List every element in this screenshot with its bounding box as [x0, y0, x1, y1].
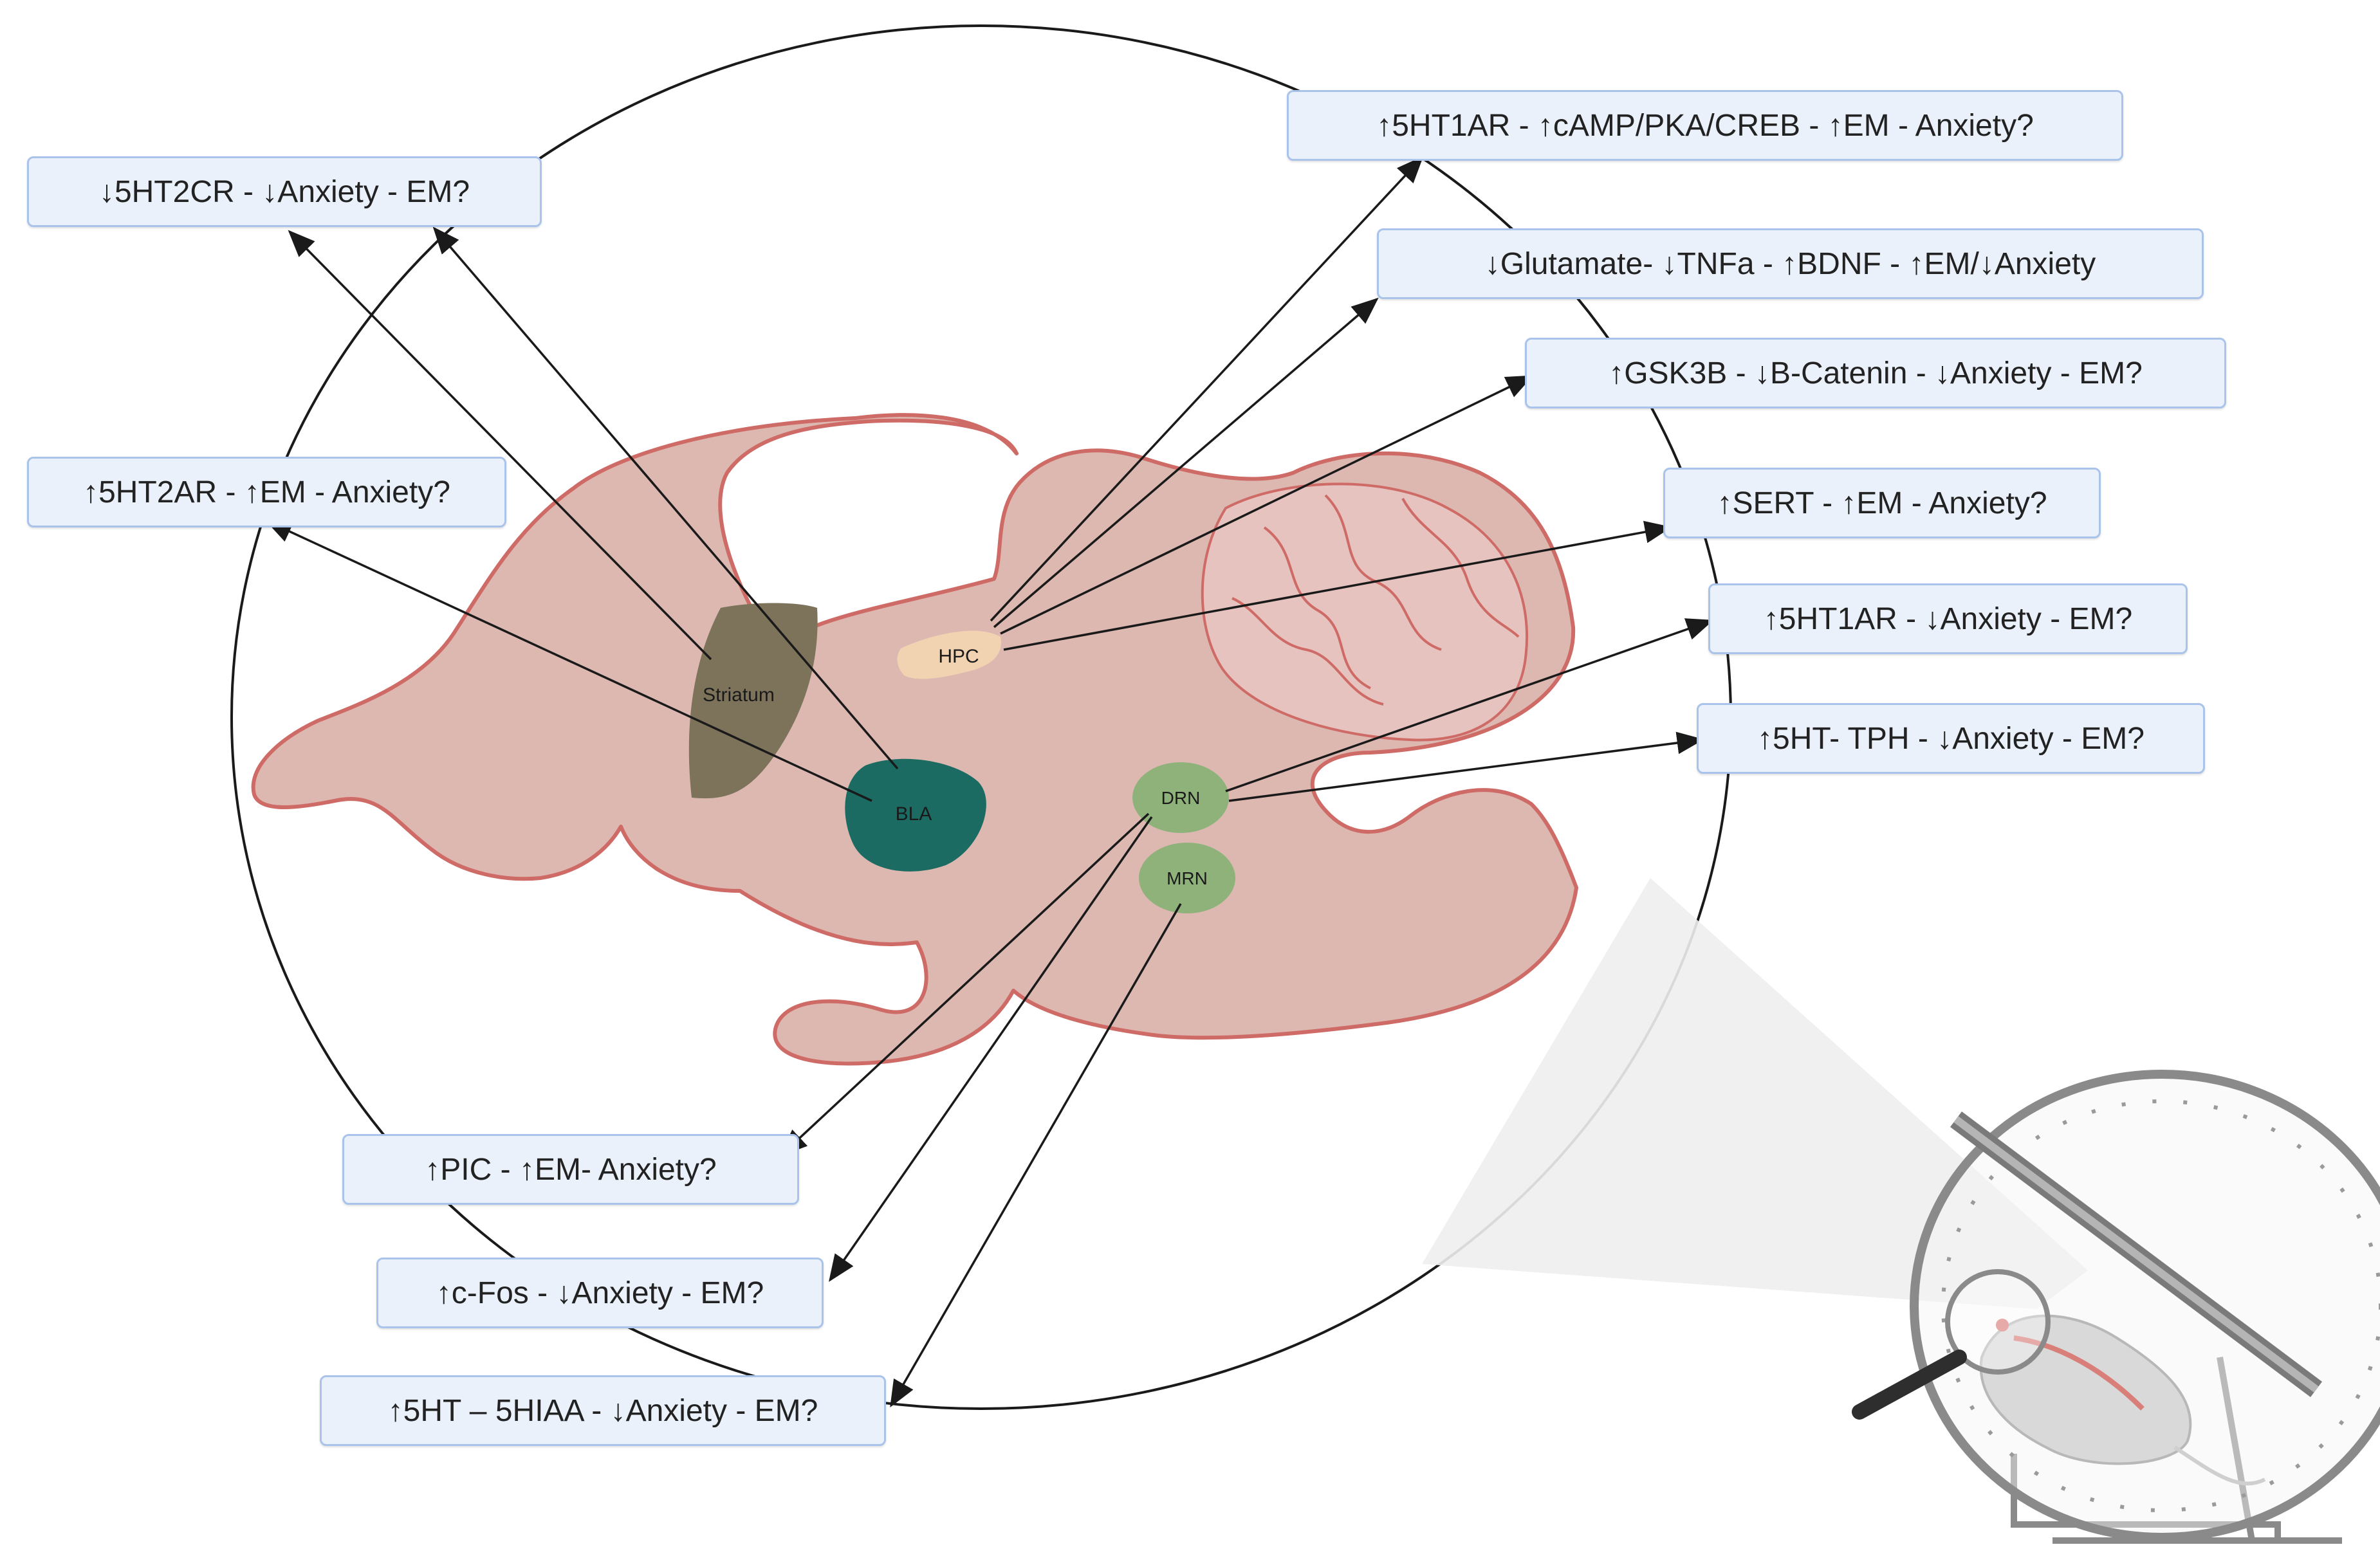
arrow-mrn-5ht-hiaa	[890, 903, 1182, 1408]
zoom-cone	[1422, 878, 2088, 1309]
magnifier-icon	[1852, 1269, 2051, 1420]
bla-label: BLA	[896, 803, 932, 825]
label-c-fos: ↑c-Fos - ↓Anxiety - EM?	[376, 1258, 824, 1328]
label-5ht-tph: ↑5HT- TPH - ↓Anxiety - EM?	[1697, 703, 2205, 774]
drn-label: DRN	[1161, 788, 1201, 808]
arrow-hpc-gsk3b	[1000, 375, 1534, 635]
arrow-hpc-glutamate	[993, 297, 1379, 628]
striatum-region	[688, 603, 818, 799]
label-5ht1ar-anxiety: ↑5HT1AR - ↓Anxiety - EM?	[1708, 583, 2188, 654]
hpc-label: HPC	[938, 646, 979, 667]
cerebellum	[1201, 482, 1528, 742]
mrn-label: MRN	[1167, 868, 1208, 888]
arrow-drn-pic	[780, 812, 1150, 1157]
bla-region	[845, 758, 986, 872]
arrow-drn-5ht1ar	[1225, 618, 1714, 792]
label-glutamate: ↓Glutamate- ↓TNFa - ↑BDNF - ↑EM/↓Anxiety	[1377, 228, 2204, 299]
arrow-hpc-5ht1ar-camp	[990, 156, 1424, 622]
arrow-drn-cfos	[829, 816, 1153, 1282]
label-5ht-5hiaa: ↑5HT – 5HIAA - ↓Anxiety - EM?	[320, 1375, 886, 1446]
arrow-hpc-sert	[1003, 520, 1672, 651]
arrow-striatum-5ht2cr	[288, 230, 712, 661]
arrow-bla-5ht2cr	[432, 226, 899, 770]
arrow-drn-5ht-tph	[1228, 731, 1704, 802]
drn-region	[1132, 762, 1229, 833]
label-pic: ↑PIC - ↑EM- Anxiety?	[342, 1134, 799, 1205]
hpc-region	[897, 630, 1001, 679]
arrow-bla-5ht2ar	[264, 520, 872, 802]
label-sert: ↑SERT - ↑EM - Anxiety?	[1663, 468, 2101, 538]
label-5ht1ar-camp: ↑5HT1AR - ↑cAMP/PKA/CREB - ↑EM - Anxiety…	[1287, 90, 2123, 161]
mrn-region	[1139, 843, 1235, 913]
label-5ht2ar: ↑5HT2AR - ↑EM - Anxiety?	[27, 457, 506, 527]
mouse-icon	[1979, 1314, 2266, 1486]
striatum-label: Striatum	[703, 684, 775, 706]
label-5ht2cr: ↓5HT2CR - ↓Anxiety - EM?	[27, 156, 542, 227]
label-gsk3b: ↑GSK3B - ↓B-Catenin - ↓Anxiety - EM?	[1525, 338, 2226, 408]
